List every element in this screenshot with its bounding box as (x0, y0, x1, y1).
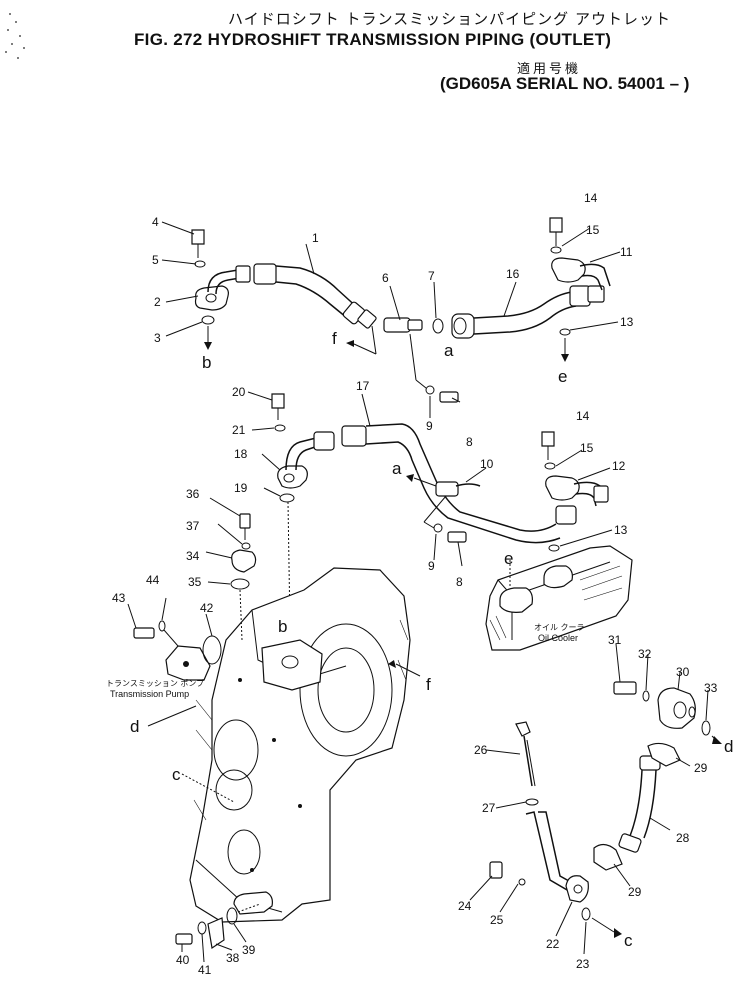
callout-28: 28 (676, 831, 690, 845)
ref-a-upper: a (444, 341, 454, 360)
ref-f-upper: f (332, 329, 337, 348)
callout-43: 43 (112, 591, 126, 605)
callout-33: 33 (704, 681, 718, 695)
serial-number-range: (GD605A SERIAL NO. 54001 – ) (440, 74, 690, 93)
callout-34: 34 (186, 549, 200, 563)
callout-8-lower: 8 (456, 575, 463, 589)
callout-38: 38 (226, 951, 240, 965)
ref-f-case: f (426, 675, 431, 694)
callout-10: 10 (480, 457, 494, 471)
callout-1: 1 (312, 231, 319, 245)
transmission-pump-label: Transmission Pump (110, 689, 189, 699)
lower-piping-assembly (489, 681, 722, 938)
ref-d-right: d (724, 737, 733, 756)
callout-37: 37 (186, 519, 200, 533)
callout-5: 5 (152, 253, 159, 267)
oil-cooler-label: Oil Cooler (538, 633, 578, 643)
callout-42: 42 (200, 601, 214, 615)
callout-16: 16 (506, 267, 520, 281)
callout-7: 7 (428, 269, 435, 283)
scan-artifact (5, 13, 25, 59)
ref-d-case: d (130, 717, 139, 736)
callout-21: 21 (232, 423, 246, 437)
callout-40: 40 (176, 953, 190, 967)
pipe-1-assembly (191, 217, 611, 403)
callout-24: 24 (458, 899, 472, 913)
callout-14-upper: 14 (584, 191, 598, 205)
oil-cooler: オイル クーラ Oil Cooler (485, 545, 633, 651)
callout-11: 11 (620, 245, 633, 259)
callout-13-upper: 13 (620, 315, 634, 329)
callout-44: 44 (146, 573, 160, 587)
ref-e-upper: e (558, 367, 567, 386)
transmission-pump-label-japanese: トランスミッション ポンプ (106, 679, 204, 688)
ref-e-cooler: e (504, 549, 513, 568)
callout-12: 12 (612, 459, 626, 473)
callout-13-lower: 13 (614, 523, 628, 537)
connection-references: a a b b c c d d e e f f (130, 329, 733, 950)
ref-c-case: c (172, 765, 181, 784)
callout-32: 32 (638, 647, 652, 661)
callout-31: 31 (608, 633, 622, 647)
applicability-label: 適用号機 (517, 62, 582, 77)
oil-cooler-label-japanese: オイル クーラ (534, 623, 585, 632)
callout-39: 39 (242, 943, 256, 957)
callout-15-lower: 15 (580, 441, 594, 455)
callout-15-upper: 15 (586, 223, 600, 237)
callout-2: 2 (154, 295, 161, 309)
callout-41: 41 (198, 963, 212, 977)
callout-20: 20 (232, 385, 246, 399)
figure-title-japanese: ハイドロシフト トランスミッションパイピング アウトレット (228, 10, 671, 28)
callout-numbers: 1 2 3 4 5 6 7 8 8 9 9 10 11 12 13 13 14 … (112, 191, 718, 977)
callout-14-lower: 14 (576, 409, 590, 423)
ref-b-lower: b (278, 617, 287, 636)
callout-35: 35 (188, 575, 202, 589)
callout-9-upper: 9 (426, 419, 433, 433)
callout-9-lower: 9 (428, 559, 435, 573)
callout-19: 19 (234, 481, 248, 495)
callout-18: 18 (234, 447, 248, 461)
callout-8-upper: 8 (466, 435, 473, 449)
callout-29-lower: 29 (628, 885, 642, 899)
ref-a-lower: a (392, 459, 402, 478)
callout-17: 17 (356, 379, 370, 393)
pipe-17-assembly (271, 393, 609, 629)
ref-c-lower: c (624, 931, 633, 950)
callout-4: 4 (152, 215, 159, 229)
ref-b-upper: b (202, 353, 211, 372)
callout-27: 27 (482, 801, 496, 815)
figure-title: FIG. 272 HYDROSHIFT TRANSMISSION PIPING … (134, 30, 612, 49)
callout-23: 23 (576, 957, 590, 971)
callout-25: 25 (490, 913, 504, 927)
callout-26: 26 (474, 743, 488, 757)
callout-36: 36 (186, 487, 200, 501)
transmission-case: トランスミッション ポンプ Transmission Pump (106, 513, 421, 950)
callout-29-upper: 29 (694, 761, 708, 775)
callout-leaders (127, 221, 709, 963)
callout-22: 22 (546, 937, 560, 951)
callout-3: 3 (154, 331, 161, 345)
callout-30: 30 (676, 665, 690, 679)
callout-6: 6 (382, 271, 389, 285)
